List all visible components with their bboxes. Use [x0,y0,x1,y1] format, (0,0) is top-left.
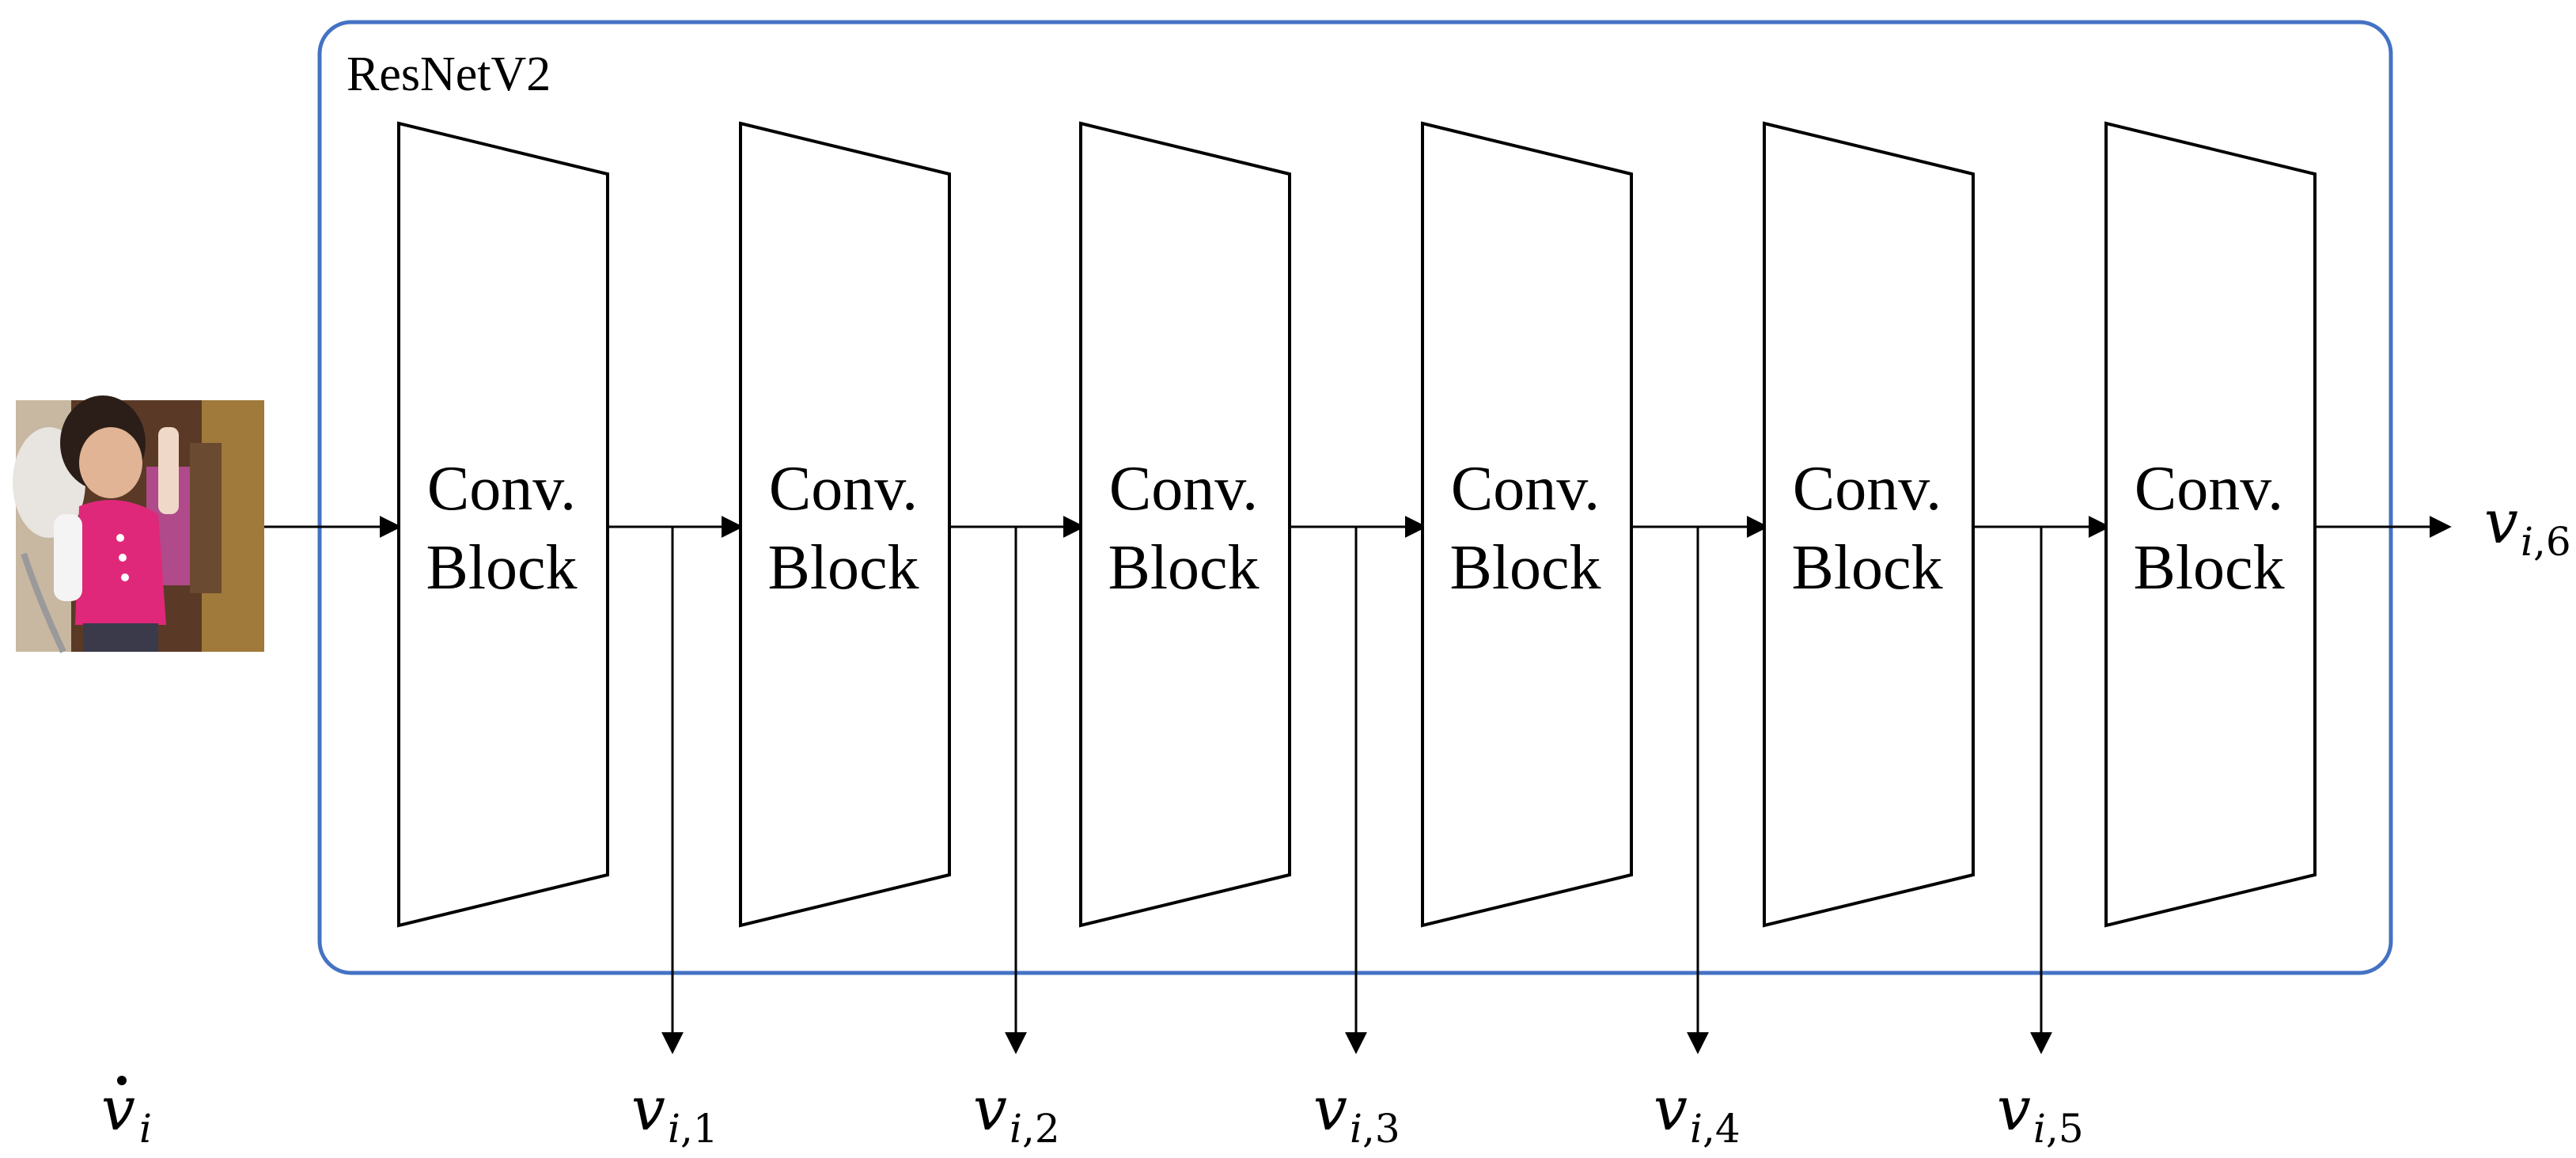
tap-label-2-base: v [973,1073,1007,1144]
conv-block-5-line2: Block [1791,533,1942,603]
tap-label-2-sub: i,2 [1010,1106,1060,1152]
conv-block-2-line1: Conv. [769,454,918,524]
output-label-sub: i,6 [2521,519,2571,565]
tap-label-1-sub: i,1 [668,1106,718,1152]
conv-block-6: Conv. Block [2104,121,2317,928]
conv-block-5: Conv. Block [1763,121,1975,928]
input-label-sub: i [139,1106,152,1152]
conv-block-4-line1: Conv. [1451,454,1600,524]
output-label-base: v [2484,486,2518,557]
conv-block-6-line2: Block [2133,533,2284,603]
tap-label-5: v i,5 [1997,1073,2084,1152]
input-label: v i [101,1073,152,1152]
conv-block-4: Conv. Block [1421,121,1633,928]
conv-block-3: Conv. Block [1079,121,1291,928]
conv-block-3-line1: Conv. [1109,454,1258,524]
tap-label-3-base: v [1313,1073,1347,1144]
tap-label-4-sub: i,4 [1690,1106,1741,1152]
tap-label-4-base: v [1654,1073,1688,1144]
tap-label-3-sub: i,3 [1350,1106,1400,1152]
conv-block-2: Conv. Block [739,121,951,928]
tap-label-5-sub: i,5 [2033,1106,2084,1152]
input-label-dot [117,1076,127,1085]
input-image [13,395,264,653]
conv-block-5-line1: Conv. [1793,454,1941,524]
tap-label-1-base: v [631,1073,665,1144]
input-label-base: v [101,1073,135,1144]
tap-label-4: v i,4 [1654,1073,1741,1152]
output-label: v i,6 [2484,486,2571,565]
conv-block-6-line1: Conv. [2135,454,2283,524]
conv-block-1-line2: Block [426,533,577,603]
conv-block-3-line2: Block [1108,533,1259,603]
tap-label-5-base: v [1997,1073,2031,1144]
conv-block-1: Conv. Block [397,121,609,928]
conv-block-2-line2: Block [767,533,919,603]
conv-block-4-line2: Block [1449,533,1601,603]
frame-label: ResNetV2 [347,47,551,101]
conv-block-1-line1: Conv. [427,454,576,524]
tap-label-3: v i,3 [1313,1073,1400,1152]
tap-label-1: v i,1 [631,1073,718,1152]
tap-label-2: v i,2 [973,1073,1060,1152]
